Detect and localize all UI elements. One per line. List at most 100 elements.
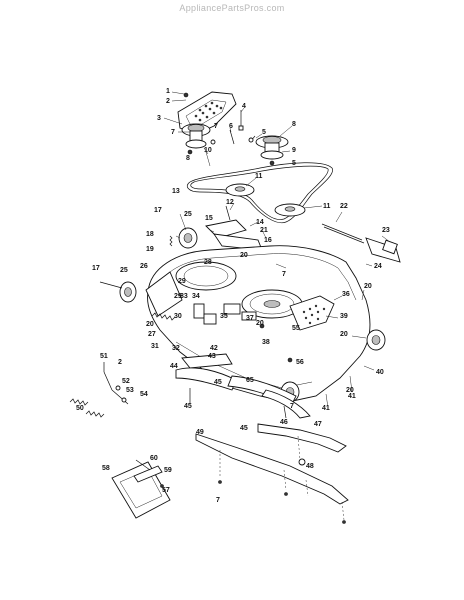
spindle-left: [181, 92, 211, 155]
callout-49: 49: [196, 429, 204, 436]
extension-springs: [69, 398, 105, 418]
callout-25b: 25: [120, 267, 128, 274]
callout-16: 16: [264, 237, 272, 244]
callout-13: 13: [172, 188, 180, 195]
callout-20: 20: [240, 252, 248, 259]
callout-7c: 7: [216, 497, 220, 504]
callout-7d: 7: [290, 403, 294, 410]
callout-11b: 11: [323, 203, 331, 210]
spindle-right: [255, 135, 289, 166]
discharge-deflector: [111, 459, 171, 519]
callout-9: 9: [292, 147, 296, 154]
watermark: AppliancePartsPros.com: [179, 3, 285, 13]
callout-12: 12: [226, 199, 234, 206]
gauge-wheel-left: [99, 281, 137, 303]
callout-20d: 20: [340, 331, 348, 338]
callout-47: 47: [314, 421, 322, 428]
callout-10: 10: [204, 147, 212, 154]
leader-lines: [163, 91, 391, 409]
callout-40: 40: [376, 369, 384, 376]
callout-54: 54: [140, 391, 148, 398]
callout-22: 22: [340, 203, 348, 210]
callout-46: 46: [280, 419, 288, 426]
callout-45: 45: [214, 379, 222, 386]
callout-45b: 45: [184, 403, 192, 410]
callout-2: 2: [166, 98, 170, 105]
idler-pulleys: [225, 183, 306, 217]
callout-7: 7: [171, 129, 175, 136]
callout-50: 50: [76, 405, 84, 412]
lift-rod-assembly: [103, 362, 129, 405]
callout-21: 21: [260, 227, 268, 234]
callout-18: 18: [146, 231, 154, 238]
callout-1: 1: [166, 88, 170, 95]
callout-11: 11: [255, 173, 263, 180]
callout-41b: 41: [348, 393, 356, 400]
callout-34: 34: [192, 293, 200, 300]
callout-7b: 7: [214, 123, 218, 130]
callout-59: 59: [164, 467, 172, 474]
callout-27: 27: [148, 331, 156, 338]
callout-4: 4: [242, 103, 246, 110]
callout-41: 41: [322, 405, 330, 412]
callout-30: 30: [174, 313, 182, 320]
callout-58: 58: [102, 465, 110, 472]
callout-45c: 45: [240, 425, 248, 432]
callout-57: 57: [162, 487, 170, 494]
discharge-chute: [145, 271, 183, 317]
callout-35: 35: [220, 313, 228, 320]
callout-48: 48: [306, 463, 314, 470]
callout-25: 25: [184, 211, 192, 218]
callout-38: 38: [262, 339, 270, 346]
callout-55: 55: [292, 325, 300, 332]
callout-14: 14: [256, 219, 264, 226]
callout-20e: 20: [256, 320, 264, 327]
callout-19: 19: [146, 246, 154, 253]
callout-8b: 8: [186, 155, 190, 162]
callout-37: 37: [246, 315, 254, 322]
callout-26: 26: [140, 263, 148, 270]
callout-56: 56: [296, 359, 304, 366]
callout-20b: 20: [364, 283, 372, 290]
callout-8: 8: [292, 121, 296, 128]
callout-6: 6: [229, 123, 233, 130]
callout-52: 52: [122, 378, 130, 385]
callout-39: 39: [340, 313, 348, 320]
callout-20c: 20: [146, 321, 154, 328]
deck-belt: [186, 162, 333, 224]
callout-15: 15: [205, 215, 213, 222]
callout-33: 33: [180, 293, 188, 300]
callout-20f: 20: [346, 387, 354, 394]
callout-5b: 5: [292, 160, 296, 167]
callout-42: 42: [210, 345, 218, 352]
deck-springs: [151, 235, 176, 321]
callout-65: 65: [246, 377, 254, 384]
bolt-hardware-top: [210, 110, 256, 145]
mower-blade-right: [257, 423, 347, 466]
callout-51: 51: [100, 353, 108, 360]
mower-blade-left: [195, 433, 349, 524]
gauge-wheel-upper-left: [178, 227, 198, 249]
callout-17b: 17: [92, 265, 100, 272]
callout-labels: 1 2 3 7 4 6 7 5 8 8 9 5 10 11 11 12 13 1…: [76, 88, 390, 504]
callout-28: 28: [204, 259, 212, 266]
callout-2b: 2: [118, 359, 122, 366]
callout-5: 5: [262, 129, 266, 136]
deck-baffles: [175, 353, 311, 419]
callout-36: 36: [342, 291, 350, 298]
callout-29b: 29: [174, 293, 182, 300]
idler-bracket: [205, 205, 263, 251]
callout-24: 24: [374, 263, 382, 270]
callout-31: 31: [151, 343, 159, 350]
callout-23: 23: [382, 227, 390, 234]
callout-43: 43: [208, 353, 216, 360]
callout-44: 44: [170, 363, 178, 370]
callout-53: 53: [126, 387, 134, 394]
callout-32: 32: [172, 345, 180, 352]
callout-60: 60: [150, 455, 158, 462]
callout-3: 3: [157, 115, 161, 122]
spring-rod: [321, 223, 401, 263]
callout-29: 29: [178, 278, 186, 285]
callout-7e: 7: [282, 271, 286, 278]
